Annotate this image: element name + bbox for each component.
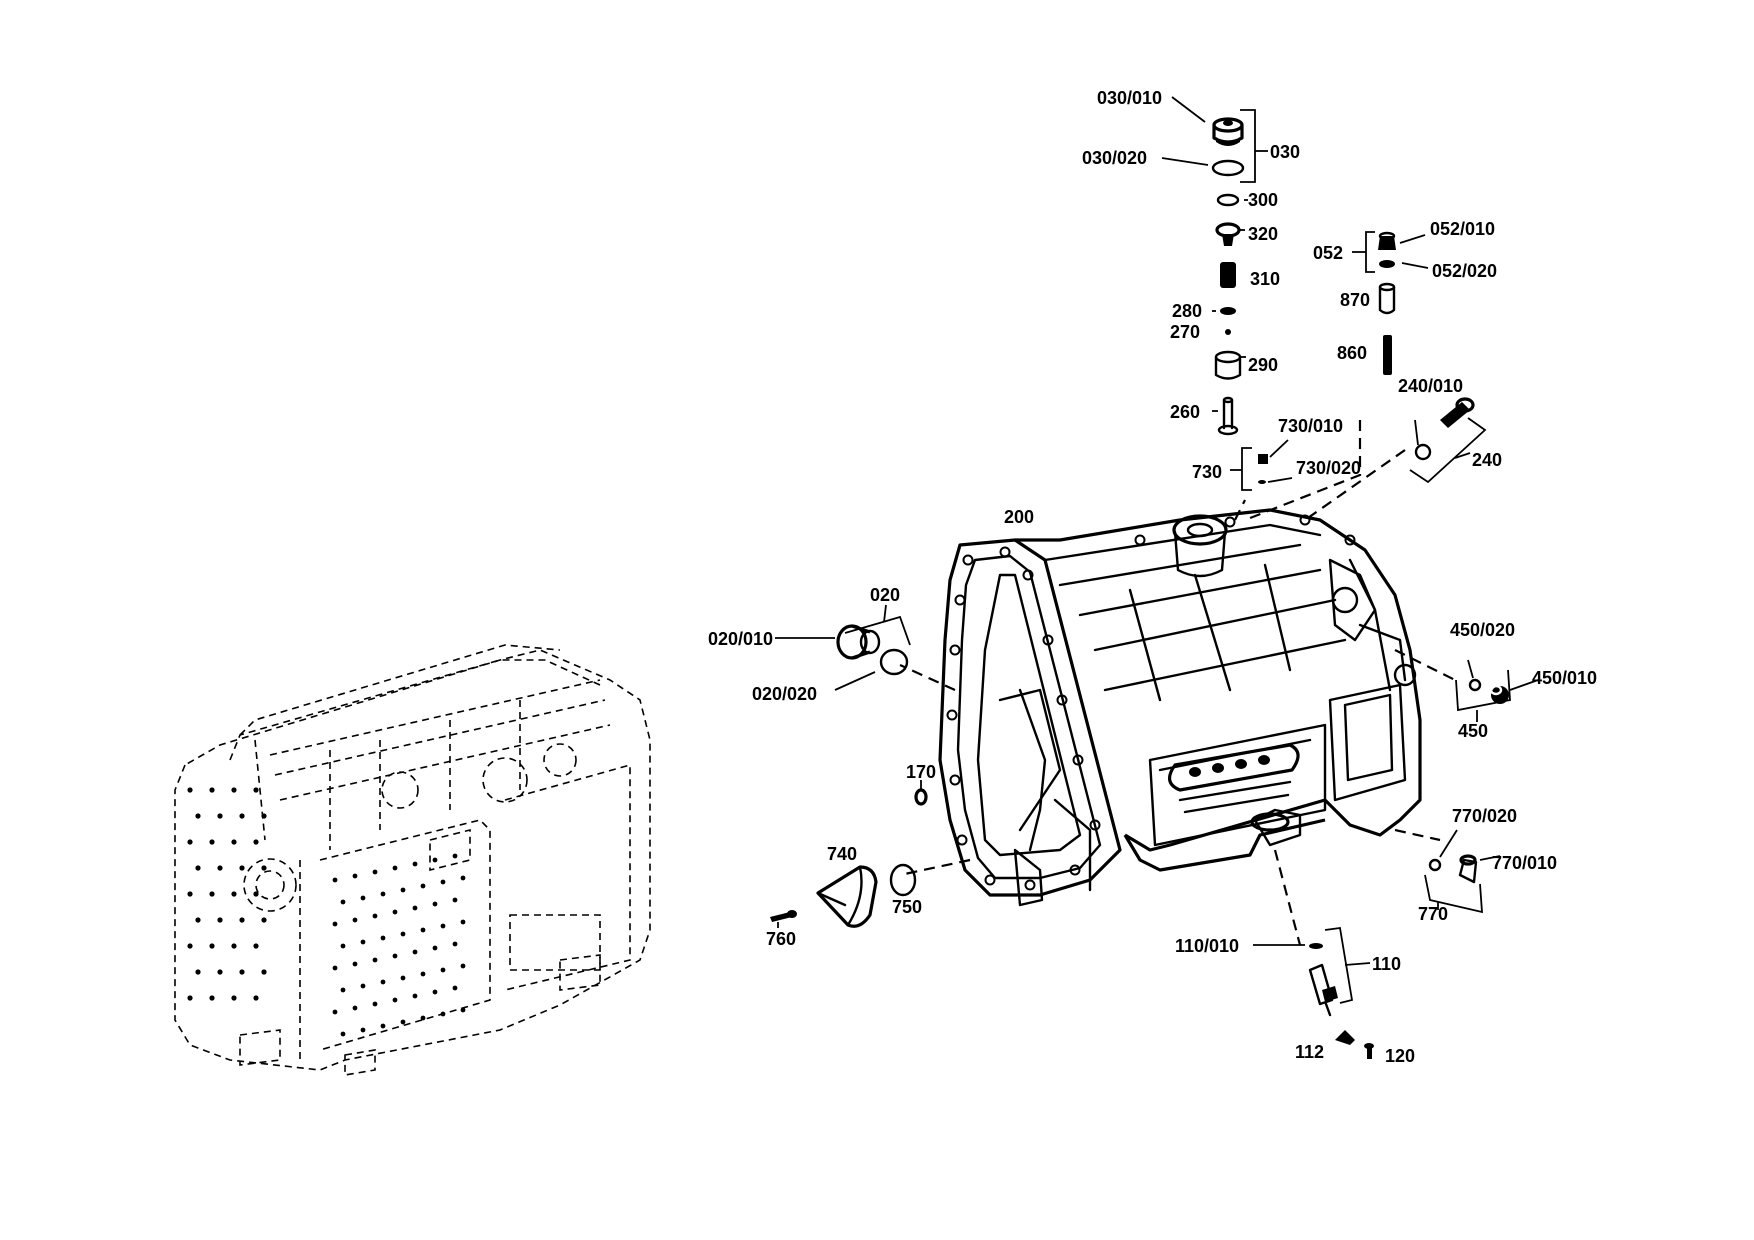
label-020: 020 — [870, 585, 900, 605]
label-450-020: 450/020 — [1450, 620, 1515, 640]
part-730-020-seal — [1258, 480, 1266, 484]
part-020-020-o-ring — [879, 648, 909, 676]
label-760: 760 — [766, 929, 796, 949]
label-450: 450 — [1458, 721, 1488, 741]
label-052: 052 — [1313, 243, 1343, 263]
label-280: 280 — [1172, 301, 1202, 321]
label-260: 260 — [1170, 402, 1200, 422]
part-310-spring — [1220, 262, 1236, 288]
part-760-bolt — [770, 910, 797, 922]
label-240: 240 — [1472, 450, 1502, 470]
part-750-o-ring — [889, 863, 917, 897]
label-020-010: 020/010 — [708, 629, 773, 649]
label-730-020: 730/020 — [1296, 458, 1361, 478]
label-770-010: 770/010 — [1492, 853, 1557, 873]
part-030-plug — [1212, 117, 1244, 146]
label-052-020: 052/020 — [1432, 261, 1497, 281]
part-320-screw — [1215, 222, 1241, 246]
part-110-sensor — [1308, 963, 1338, 1017]
label-450-010: 450/010 — [1532, 668, 1597, 688]
part-112-clip — [1335, 1030, 1355, 1045]
gearbox-housing-200 — [938, 508, 1422, 907]
callout-labels: 030/010 030/020 030 300 320 310 280 270 … — [708, 88, 1597, 1066]
label-120: 120 — [1385, 1046, 1415, 1066]
assembly-dash-lines — [899, 420, 1456, 946]
part-030-020-o-ring — [1211, 159, 1245, 177]
part-020-010-cover — [836, 624, 881, 660]
part-120-screw — [1364, 1043, 1374, 1059]
label-170: 170 — [906, 762, 936, 782]
label-870: 870 — [1340, 290, 1370, 310]
label-750: 750 — [892, 897, 922, 917]
label-112: 112 — [1295, 1042, 1324, 1062]
part-240-screw-plug — [1440, 397, 1475, 428]
part-240-010-washer — [1414, 443, 1432, 461]
label-300: 300 — [1248, 190, 1278, 210]
label-030-010: 030/010 — [1097, 88, 1162, 108]
label-270: 270 — [1170, 322, 1200, 342]
part-290-sleeve — [1214, 350, 1242, 380]
part-270-ball — [1225, 329, 1231, 335]
part-730-010-plug — [1258, 454, 1268, 464]
label-030-020: 030/020 — [1082, 148, 1147, 168]
label-770-020: 770/020 — [1452, 806, 1517, 826]
label-320: 320 — [1248, 224, 1278, 244]
part-450-010-plug — [1489, 684, 1509, 704]
label-110-010: 110/010 — [1175, 936, 1239, 956]
part-052-020-seal — [1379, 260, 1395, 268]
leader-lines — [775, 96, 1539, 1004]
part-260-pin — [1217, 396, 1239, 436]
part-860-rod — [1383, 335, 1392, 375]
part-052-010-plug — [1378, 231, 1396, 250]
label-730: 730 — [1192, 462, 1222, 482]
part-870-bush — [1378, 282, 1396, 315]
label-030: 030 — [1270, 142, 1300, 162]
part-170-plug — [914, 788, 928, 806]
part-770-010-plug — [1458, 854, 1478, 884]
label-020-020: 020/020 — [752, 684, 817, 704]
label-200: 200 — [1004, 507, 1034, 527]
label-290: 290 — [1248, 355, 1278, 375]
label-730-010: 730/010 — [1278, 416, 1343, 436]
ghost-assembly-reference — [174, 644, 651, 1076]
label-052-010: 052/010 — [1430, 219, 1495, 239]
part-740-cover — [816, 865, 878, 928]
part-770-020-washer — [1428, 858, 1442, 872]
part-450-020-washer — [1468, 678, 1482, 692]
label-860: 860 — [1337, 343, 1367, 363]
label-770: 770 — [1418, 904, 1448, 924]
part-110-010-o-ring — [1309, 943, 1323, 949]
label-240-010: 240/010 — [1398, 376, 1463, 396]
part-300-ring — [1216, 193, 1240, 207]
label-310: 310 — [1250, 269, 1280, 289]
label-740: 740 — [827, 844, 857, 864]
label-110: 110 — [1372, 954, 1401, 974]
part-280-disc — [1220, 307, 1236, 315]
